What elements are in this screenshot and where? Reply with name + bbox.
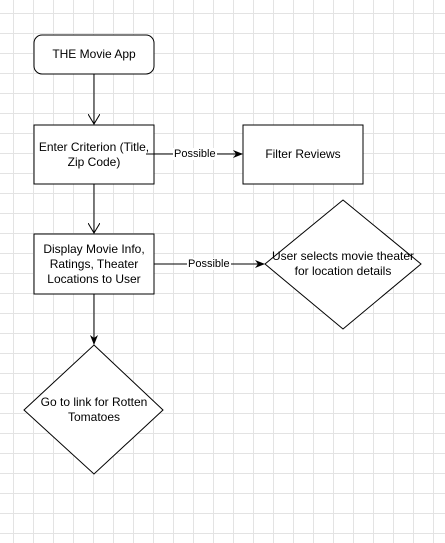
node-display-label: Display Movie Info, Ratings, Theater Loc…	[43, 241, 145, 286]
node-filter-shape[interactable]	[242, 124, 364, 185]
node-rotten-label: Go to link for Rotten Tomatoes	[40, 395, 148, 424]
node-rotten-shape[interactable]	[23, 344, 164, 475]
node-display-shape[interactable]	[33, 233, 155, 295]
edge-display-theater-label: Possible	[187, 258, 231, 270]
node-criterion-label: Enter Criterion (Title, Zip Code)	[38, 139, 150, 169]
node-app-label: THE Movie App	[52, 47, 136, 61]
node-filter-label: Filter Reviews	[265, 147, 341, 161]
node-theater-shape[interactable]	[264, 199, 422, 330]
edge-criterion-filter-label: Possible	[173, 148, 217, 160]
node-theater-label: User selects movie theater for location …	[271, 249, 415, 278]
node-criterion-shape[interactable]	[33, 124, 155, 185]
